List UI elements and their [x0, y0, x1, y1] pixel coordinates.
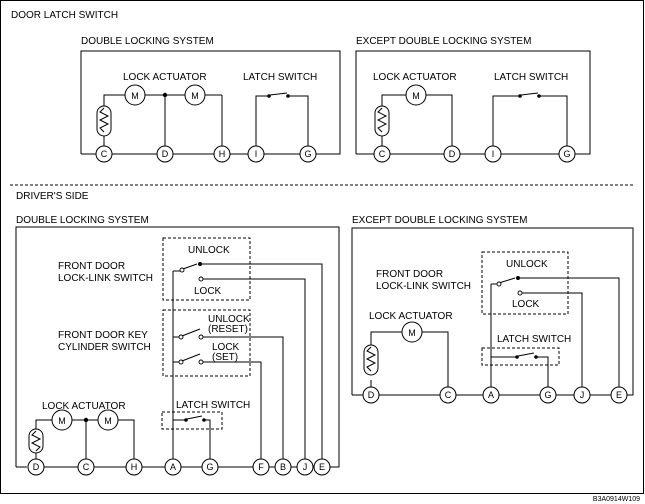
top-double-terminal-g: G	[299, 145, 317, 163]
top-double-terminal-h: H	[213, 145, 231, 163]
top-except-double-section: EXCEPT DOUBLE LOCKING SYSTEM LOCK ACTUAT…	[355, 36, 591, 163]
top-except-terminal-c: C	[373, 145, 391, 163]
figure-code: B3A0914W109	[593, 496, 640, 503]
svg-text:A: A	[488, 390, 494, 400]
top-double-terminal-i: I	[247, 145, 265, 163]
bottom-double-terminal-a: A	[164, 458, 182, 476]
top-double-terminal-c: C	[95, 145, 113, 163]
bottom-double-motor-2: M	[97, 409, 119, 431]
svg-text:M: M	[191, 91, 199, 101]
bottom-except-link-switch-label-1: FRONT DOOR	[376, 269, 443, 280]
bottom-double-unlock-key-label: UNLOCK	[208, 314, 250, 325]
bottom-double-reset-label: (RESET)	[208, 324, 248, 335]
svg-text:D: D	[449, 149, 456, 159]
top-except-thermistor	[374, 105, 390, 137]
top-except-terminal-i: I	[484, 145, 502, 163]
svg-text:M: M	[131, 91, 139, 101]
bottom-double-key-switch-label-2: CYLINDER SWITCH	[58, 342, 151, 353]
bottom-double-terminal-c: C	[77, 458, 95, 476]
svg-text:I: I	[492, 149, 495, 159]
bottom-double-lock-label: LOCK	[194, 286, 222, 297]
bottom-double-key-switch-label-1: FRONT DOOR KEY	[58, 330, 148, 341]
top-double-latch-switch-label: LATCH SWITCH	[243, 72, 317, 83]
bottom-double-terminal-j: J	[296, 458, 314, 476]
top-except-lock-actuator-label: LOCK ACTUATOR	[373, 72, 457, 83]
bottom-double-link-switch-label-2: LOCK-LINK SWITCH	[58, 273, 153, 284]
bottom-except-unlock-label: UNLOCK	[506, 259, 548, 270]
bottom-double-terminal-e: E	[313, 458, 331, 476]
bottom-double-link-switch-label-1: FRONT DOOR	[58, 261, 125, 272]
bottom-double-unlock-label: UNLOCK	[188, 245, 230, 256]
bottom-double-terminal-d: D	[27, 458, 45, 476]
bottom-double-set-label: (SET)	[212, 352, 238, 363]
svg-text:I: I	[255, 149, 258, 159]
bottom-except-double-section: EXCEPT DOUBLE LOCKING SYSTEM FRONT DOOR …	[351, 215, 634, 404]
bottom-double-heading: DOUBLE LOCKING SYSTEM	[16, 215, 149, 226]
top-double-thermistor	[96, 105, 112, 137]
bottom-double-latch-switch-label: LATCH SWITCH	[176, 400, 250, 411]
bottom-except-terminal-j: J	[573, 386, 591, 404]
svg-text:G: G	[563, 149, 570, 159]
svg-text:H: H	[219, 149, 226, 159]
top-except-latch-switch-label: LATCH SWITCH	[494, 72, 568, 83]
bottom-double-thermistor	[28, 428, 44, 454]
diagram-title: DOOR LATCH SWITCH	[11, 10, 118, 21]
svg-text:M: M	[58, 416, 66, 426]
top-except-heading: EXCEPT DOUBLE LOCKING SYSTEM	[356, 36, 531, 47]
bottom-except-terminal-e: E	[610, 386, 628, 404]
svg-text:D: D	[368, 390, 375, 400]
bottom-double-lock-key-label: LOCK	[212, 342, 240, 353]
svg-text:F: F	[258, 462, 264, 472]
top-except-terminal-d: D	[443, 145, 461, 163]
svg-text:C: C	[101, 149, 108, 159]
svg-text:E: E	[616, 390, 622, 400]
svg-text:C: C	[83, 462, 90, 472]
bottom-except-thermistor	[363, 344, 379, 376]
svg-text:C: C	[379, 149, 386, 159]
bottom-except-motor: M	[401, 321, 423, 343]
bottom-except-terminal-g: G	[539, 386, 557, 404]
svg-text:D: D	[162, 149, 169, 159]
top-double-terminal-d: D	[156, 145, 174, 163]
bottom-except-link-switch-label-2: LOCK-LINK SWITCH	[376, 281, 471, 292]
bottom-double-terminal-g: G	[201, 458, 219, 476]
bottom-double-motor-1: M	[51, 409, 73, 431]
svg-text:G: G	[206, 462, 213, 472]
svg-text:J: J	[303, 462, 308, 472]
svg-text:E: E	[319, 462, 325, 472]
svg-text:H: H	[131, 462, 138, 472]
top-except-terminal-g: G	[558, 145, 576, 163]
bottom-except-lock-label: LOCK	[512, 299, 540, 310]
top-double-heading: DOUBLE LOCKING SYSTEM	[81, 36, 214, 47]
top-double-lock-actuator-label: LOCK ACTUATOR	[123, 72, 207, 83]
bottom-except-terminal-a: A	[482, 386, 500, 404]
svg-text:M: M	[408, 328, 416, 338]
svg-text:M: M	[104, 416, 112, 426]
bottom-except-lock-actuator-label: LOCK ACTUATOR	[369, 311, 453, 322]
top-double-locking-section: DOUBLE LOCKING SYSTEM LOCK ACTUATOR LATC…	[80, 36, 341, 163]
svg-text:D: D	[33, 462, 40, 472]
svg-text:M: M	[412, 91, 420, 101]
bottom-except-heading: EXCEPT DOUBLE LOCKING SYSTEM	[352, 215, 527, 226]
svg-text:A: A	[170, 462, 176, 472]
bottom-double-lock-actuator-label: LOCK ACTUATOR	[42, 401, 126, 412]
svg-text:G: G	[544, 390, 551, 400]
bottom-except-latch-switch-label: LATCH SWITCH	[497, 334, 571, 345]
bottom-double-locking-section: DOUBLE LOCKING SYSTEM FRONT DOOR LOCK-LI…	[15, 215, 340, 476]
outer-frame	[0, 0, 644, 494]
bottom-double-terminal-h: H	[125, 458, 143, 476]
svg-text:J: J	[580, 390, 585, 400]
bottom-double-terminal-f: F	[252, 458, 270, 476]
bottom-double-terminal-b: B	[274, 458, 292, 476]
svg-text:G: G	[304, 149, 311, 159]
drivers-side-heading: DRIVER'S SIDE	[16, 191, 89, 202]
bottom-except-terminal-c: C	[439, 386, 457, 404]
top-double-motor-2: M	[184, 84, 206, 106]
svg-text:C: C	[445, 390, 452, 400]
top-double-motor-1: M	[124, 84, 146, 106]
svg-text:B: B	[280, 462, 286, 472]
bottom-except-terminal-d: D	[362, 386, 380, 404]
top-except-motor: M	[405, 84, 427, 106]
